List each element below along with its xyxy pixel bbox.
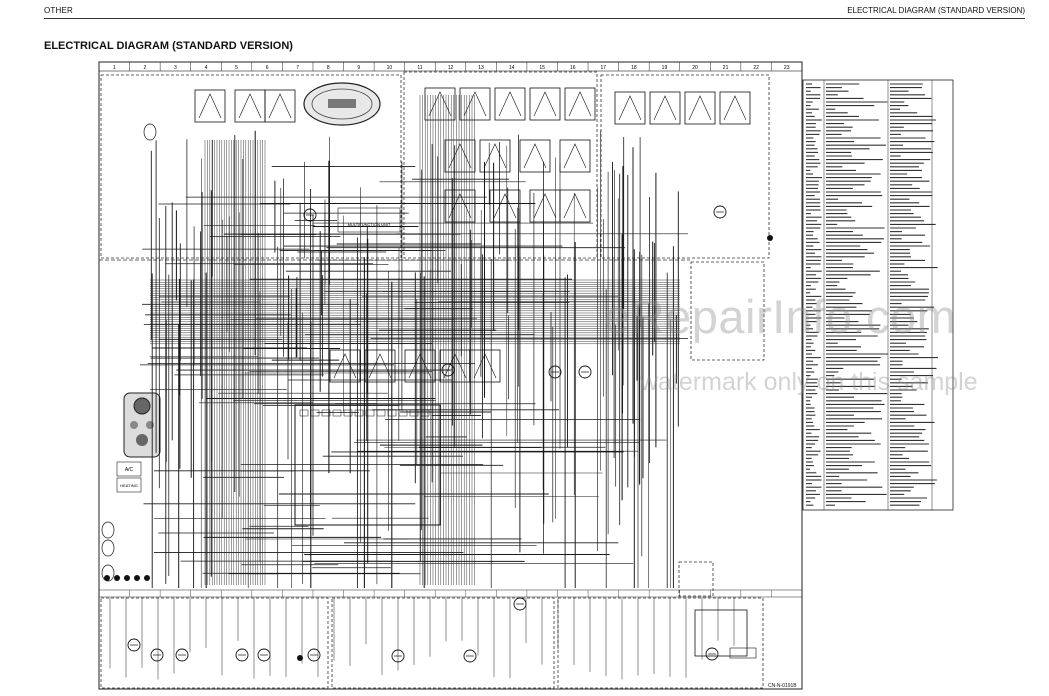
instrument-cluster bbox=[303, 82, 381, 126]
column-number: 3 bbox=[174, 65, 177, 71]
column-number: 10 bbox=[387, 65, 393, 71]
column-number: 12 bbox=[448, 65, 454, 71]
heating-label-box bbox=[116, 477, 142, 493]
multifunction-unit-label: MULTIFUNCTION UNIT bbox=[348, 222, 391, 227]
column-number: 14 bbox=[509, 65, 515, 71]
legend-table bbox=[802, 79, 954, 511]
panel-bottom-center bbox=[331, 597, 555, 689]
header-rule bbox=[44, 18, 1025, 19]
column-number: 17 bbox=[601, 65, 607, 71]
column-number: 20 bbox=[692, 65, 698, 71]
multifunction-unit-box bbox=[337, 207, 401, 233]
column-number: 11 bbox=[417, 65, 422, 71]
column-number: 13 bbox=[478, 65, 484, 71]
column-number: 9 bbox=[357, 65, 360, 71]
header-document-title: ELECTRICAL DIAGRAM (STANDARD VERSION) bbox=[847, 6, 1025, 15]
column-number: 2 bbox=[143, 65, 146, 71]
panel-bottom-right bbox=[557, 597, 764, 689]
header-section-label: OTHER bbox=[44, 6, 73, 15]
panel-bottom-left bbox=[100, 597, 329, 689]
watermark-note: watermark only on this sample bbox=[640, 368, 978, 396]
column-number: 8 bbox=[327, 65, 330, 71]
column-number: 23 bbox=[784, 65, 790, 71]
component-symbols bbox=[101, 123, 773, 680]
drawing-code: CN-N-0191B bbox=[768, 683, 797, 689]
heating-label: HEATING bbox=[120, 483, 137, 488]
column-number: 21 bbox=[723, 65, 729, 71]
wiring-harness bbox=[140, 95, 688, 588]
column-number: 7 bbox=[296, 65, 299, 71]
page-title: ELECTRICAL DIAGRAM (STANDARD VERSION) bbox=[44, 40, 293, 52]
panel-relays-center bbox=[403, 71, 598, 259]
ac-label-box bbox=[116, 461, 142, 477]
column-number: 6 bbox=[266, 65, 269, 71]
ac-label: A/C bbox=[125, 467, 134, 473]
column-number: 22 bbox=[753, 65, 759, 71]
column-number: 4 bbox=[205, 65, 208, 71]
column-number: 19 bbox=[662, 65, 668, 71]
legend-rows bbox=[806, 80, 938, 510]
panel-ac-unit bbox=[690, 261, 765, 361]
column-number: 16 bbox=[570, 65, 576, 71]
column-number: 1 bbox=[113, 65, 116, 71]
relay-blocks bbox=[194, 87, 751, 383]
watermark-site: eRepairInfo.com bbox=[604, 290, 957, 343]
column-number: 15 bbox=[539, 65, 545, 71]
column-number: 5 bbox=[235, 65, 238, 71]
panel-small-right bbox=[678, 561, 714, 597]
column-number: 18 bbox=[631, 65, 637, 71]
control-pad bbox=[123, 392, 161, 458]
